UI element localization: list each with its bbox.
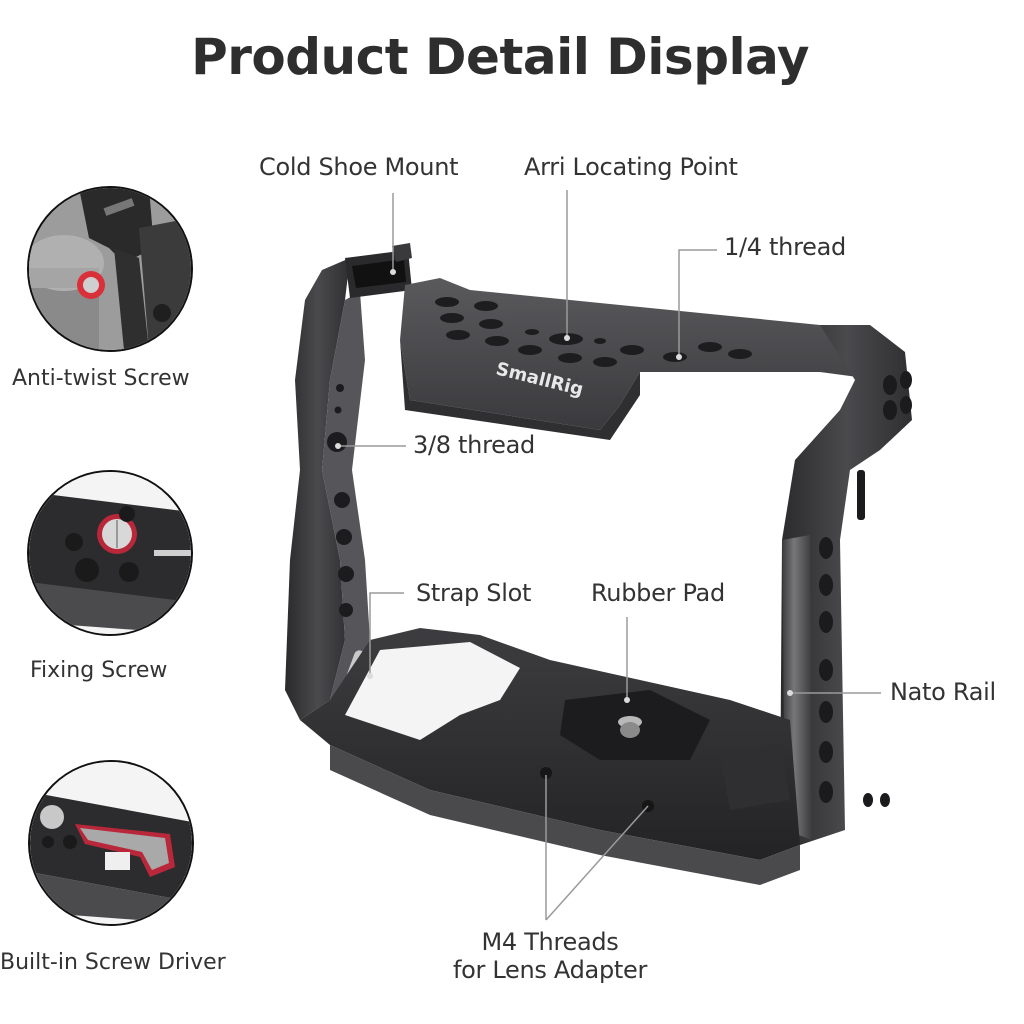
callout-m4-threads: M4 Threads for Lens Adapter [450,928,650,984]
callout-cold-shoe-mount: Cold Shoe Mount [259,153,459,181]
cold-shoe [345,243,412,298]
base-cutout [345,642,520,740]
built-in-screw-driver-thumbnail [28,760,194,926]
callout-nato-rail: Nato Rail [890,678,996,706]
fixing-screw-image [29,472,191,634]
callout-rubber-pad: Rubber Pad [591,579,725,607]
cage-right-side [780,325,912,845]
fixing-screw-thumbnail [27,470,193,636]
callout-arri-locating-point: Arri Locating Point [524,153,738,181]
fixing-screw-caption: Fixing Screw [30,658,168,683]
built-in-screw-driver-image [30,762,192,924]
cage-left-side [285,258,370,720]
callout-m4-line-2: for Lens Adapter [452,956,648,984]
callout-leader-lines [338,190,881,921]
callout-m4-line-1: M4 Threads [481,928,619,956]
callout-quarter-thread: 1/4 thread [724,233,846,261]
callout-three-eighths-thread: 3/8 thread [413,431,535,459]
quarter-thread-hole [663,352,687,362]
three-eighths-thread-hole [327,432,347,452]
cage-top-plate: SmallRig [400,278,905,440]
callout-dots [335,269,793,703]
built-in-screw-driver-caption: Built-in Screw Driver [0,950,226,975]
m4-thread-1 [540,767,552,779]
callout-strap-slot: Strap Slot [416,579,532,607]
anti-twist-screw-caption: Anti-twist Screw [12,366,190,391]
cage-base [300,628,890,885]
page-title: Product Detail Display [191,28,809,86]
